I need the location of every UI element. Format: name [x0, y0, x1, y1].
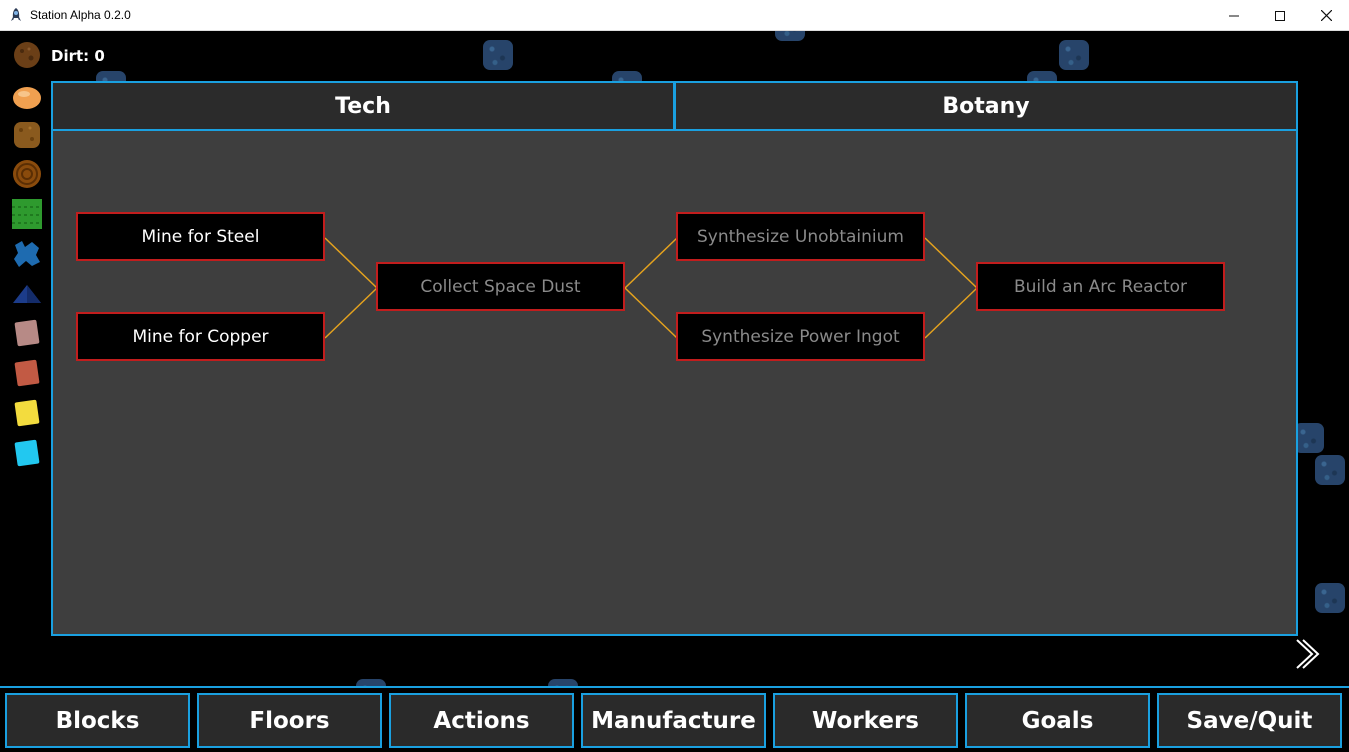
- cyan-block-icon[interactable]: [12, 438, 42, 468]
- research-node-arc-reactor[interactable]: Build an Arc Reactor: [976, 262, 1225, 311]
- connector-ingot-reactor: [924, 287, 978, 339]
- bottom-toolbar: Blocks Floors Actions Manufacture Worker…: [0, 686, 1349, 752]
- dirt-counter: Dirt: 0: [51, 47, 105, 65]
- rock-tile: [1315, 583, 1345, 613]
- window-titlebar: Station Alpha 0.2.0: [0, 0, 1349, 31]
- research-tabs: Tech Botany: [53, 83, 1296, 131]
- blue-crystal-icon[interactable]: [12, 239, 42, 269]
- grass-icon[interactable]: [12, 199, 42, 229]
- rock-tile: [1059, 40, 1089, 70]
- minimize-icon: [1229, 15, 1239, 16]
- rocket-icon: [11, 8, 21, 21]
- blocks-button[interactable]: Blocks: [5, 693, 190, 748]
- connector-steel-dust: [324, 237, 378, 289]
- research-tree-connectors: [324, 237, 978, 339]
- connector-dust-ingot: [624, 287, 678, 339]
- game-viewport[interactable]: Dirt: 0: [0, 31, 1349, 752]
- floors-button[interactable]: Floors: [197, 693, 382, 748]
- maximize-button[interactable]: [1257, 0, 1303, 31]
- window-title: Station Alpha 0.2.0: [30, 8, 131, 22]
- research-node-mine-steel[interactable]: Mine for Steel: [76, 212, 325, 261]
- research-node-collect-space-dust[interactable]: Collect Space Dust: [376, 262, 625, 311]
- actions-button[interactable]: Actions: [389, 693, 574, 748]
- research-node-synthesize-unobtainium[interactable]: Synthesize Unobtainium: [676, 212, 925, 261]
- close-button[interactable]: [1303, 0, 1349, 31]
- brown-rock-icon[interactable]: [12, 120, 42, 150]
- rock-tile: [1294, 423, 1324, 453]
- rock-tile: [775, 31, 805, 41]
- workers-button[interactable]: Workers: [773, 693, 958, 748]
- dirt-resource-icon[interactable]: [12, 40, 42, 70]
- tab-tech[interactable]: Tech: [53, 83, 673, 129]
- goals-button[interactable]: Goals: [965, 693, 1150, 748]
- red-block-icon[interactable]: [12, 358, 42, 388]
- rock-tile: [483, 40, 513, 70]
- connector-copper-dust: [324, 287, 378, 339]
- maximize-icon: [1275, 10, 1285, 21]
- tab-botany[interactable]: Botany: [673, 83, 1296, 129]
- connector-lines: [324, 237, 978, 339]
- research-panel: Tech Botany Mine for Steel Mine for Copp…: [51, 81, 1298, 636]
- manufacture-button[interactable]: Manufacture: [581, 693, 766, 748]
- orange-ore-icon[interactable]: [12, 82, 42, 112]
- yellow-block-icon[interactable]: [12, 398, 42, 428]
- connector-unobtainium-reactor: [924, 237, 978, 289]
- connector-dust-unobtainium: [624, 237, 678, 289]
- rock-tile: [1315, 455, 1345, 485]
- blue-pyramid-icon[interactable]: [12, 279, 42, 309]
- research-node-mine-copper[interactable]: Mine for Copper: [76, 312, 325, 361]
- pink-block-icon[interactable]: [12, 318, 42, 348]
- research-node-synthesize-power-ingot[interactable]: Synthesize Power Ingot: [676, 312, 925, 361]
- wood-ring-icon[interactable]: [12, 159, 42, 189]
- chevron-right-icon[interactable]: [1292, 637, 1322, 671]
- close-icon: [1320, 10, 1332, 21]
- minimize-button[interactable]: [1211, 0, 1257, 31]
- save-quit-button[interactable]: Save/Quit: [1157, 693, 1342, 748]
